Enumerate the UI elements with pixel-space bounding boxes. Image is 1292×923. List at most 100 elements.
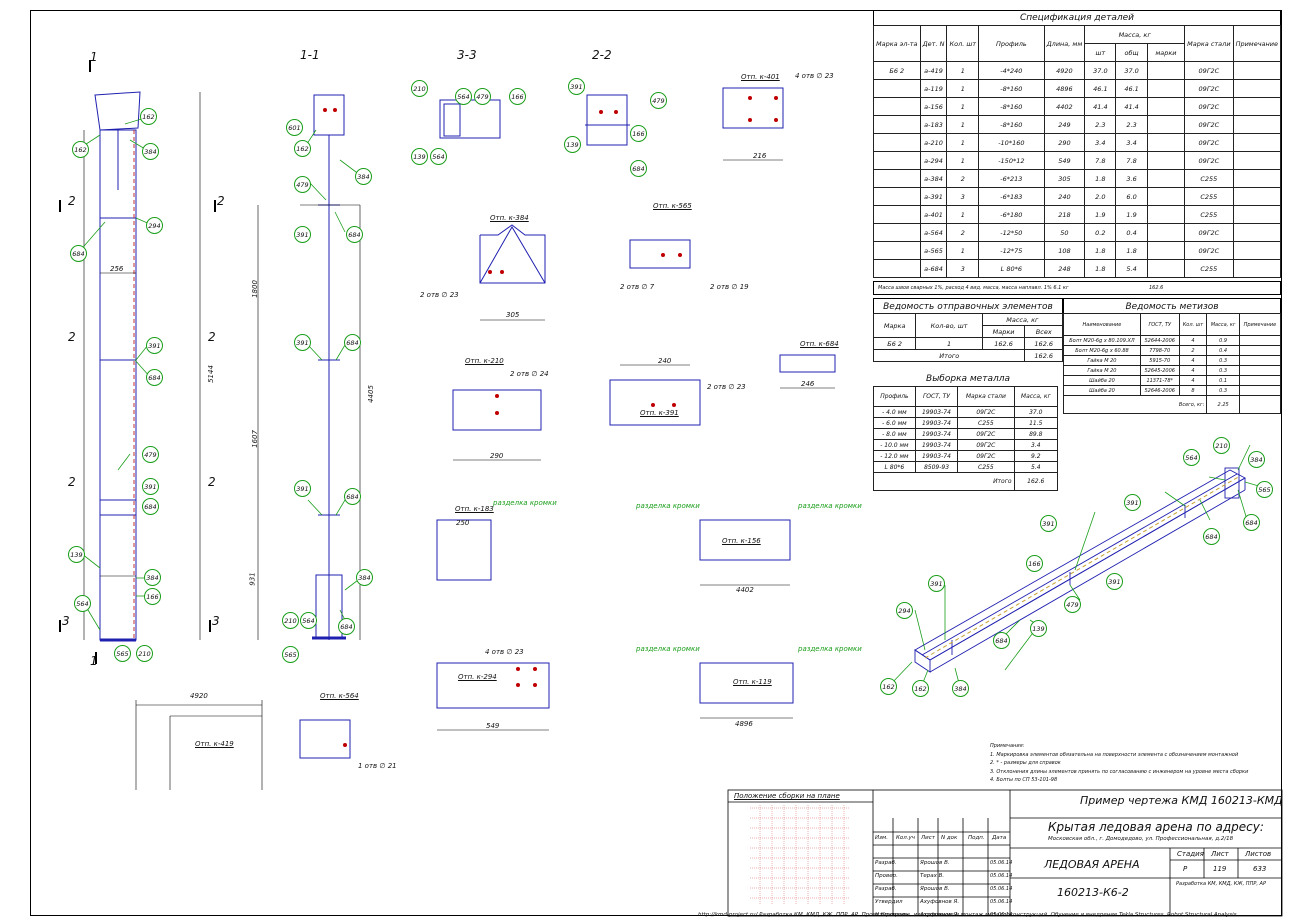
stamp-person: Ярошов В.	[920, 886, 950, 892]
callout-479d: 479	[650, 92, 667, 109]
bolt-cell: Шайба 20	[1063, 375, 1141, 386]
stamp-sheet: 119	[1213, 865, 1227, 873]
spec-cell-qty: 1	[946, 151, 980, 170]
spec-cell-det: а-391	[919, 187, 948, 206]
metal-h-steel: Марка стали	[957, 386, 1015, 407]
metal-h-profile: Профиль	[873, 386, 916, 407]
spec-h-length: Длина, мм	[1043, 25, 1086, 62]
spec-cell-profile: -6*213	[978, 169, 1045, 188]
metal-cell: - 4.0 мм	[873, 406, 916, 418]
spec-cell-mass-mark	[1146, 169, 1186, 188]
spec-cell-steel: С255	[1184, 169, 1234, 188]
edge-prep-label-119a: разделка кромки	[636, 645, 700, 653]
spec-cell-length: 305	[1043, 169, 1086, 188]
stamp-person: Ярошов В.	[920, 860, 950, 866]
spec-cell-mark	[873, 115, 921, 134]
cut-2-left-b: 2	[68, 330, 76, 344]
spec-cell-profile: -6*183	[978, 187, 1045, 206]
bolt-cell: 8	[1178, 385, 1208, 396]
cut-1-bottom: 1	[90, 654, 98, 668]
spec-cell-profile: -8*160	[978, 79, 1045, 98]
callout-684i: 684	[1243, 514, 1260, 531]
bolt-total-empty	[1238, 395, 1282, 414]
spec-table: Марка эл-та Дет. N Кол. шт Профиль Длина…	[873, 25, 1282, 278]
note-line: 1. Маркировка элементов обязательна на п…	[990, 751, 1239, 758]
stamp-date: 05.06.14	[990, 899, 1013, 905]
spec-cell-profile: -150*12	[978, 151, 1045, 170]
detail-391-note: 2 отв ∅ 23	[707, 383, 746, 391]
metal-cell: 9.2	[1013, 450, 1059, 462]
callout-391e: 391	[294, 480, 311, 497]
spec-cell-note	[1232, 61, 1282, 80]
bolt-cell: 11371-78*	[1139, 375, 1180, 386]
cut-2-left: 2	[68, 194, 76, 208]
spec-cell-det: а-401	[919, 205, 948, 224]
stamp-date: 05.06.14	[990, 912, 1013, 918]
metal-cell: - 10.0 мм	[873, 439, 916, 451]
spec-cell-length: 240	[1043, 187, 1086, 206]
spec-cell-det: а-183	[919, 115, 948, 134]
callout-684f: 684	[344, 488, 361, 505]
spec-cell-steel: С255	[1184, 205, 1234, 224]
bolt-cell: 2	[1178, 345, 1208, 356]
stamp-col: Лист	[921, 835, 935, 841]
metal-cell: 11.5	[1013, 417, 1059, 429]
spec-cell-profile: L 80*6	[978, 259, 1045, 278]
section-1-1-title: 1-1	[300, 48, 320, 62]
callout-684b: 684	[146, 369, 163, 386]
spec-cell-mark: Б6 2	[873, 61, 921, 80]
spec-cell-mass-mark	[1146, 205, 1186, 224]
spec-cell-mark	[873, 205, 921, 224]
spec-cell-det: а-564	[919, 223, 948, 242]
spec-cell-steel: 09Г2С	[1184, 151, 1234, 170]
spec-cell-steel: С255	[1184, 187, 1234, 206]
callout-166d: 166	[1026, 555, 1043, 572]
ship-h-all: Всех	[1024, 325, 1063, 338]
detail-565-label: Отп. к-565	[653, 202, 692, 210]
shipping-table: Марка Кол-во, шт Масса, кг Марки Всех Б6…	[872, 313, 1064, 362]
spec-cell-steel: 09Г2С	[1184, 241, 1234, 260]
metal-table: Профиль ГОСТ, ТУ Марка стали Масса, кг -…	[873, 386, 1059, 491]
bolt-cell: 52646-2006	[1139, 385, 1180, 396]
spec-footer-text: Масса швов сварных 1%, расход 4 вид. мас…	[878, 285, 1069, 291]
callout-166c: 166	[630, 125, 647, 142]
spec-cell-profile: -10*160	[978, 133, 1045, 152]
edge-prep-label-156b: разделка кромки	[798, 502, 862, 510]
spec-cell-qty: 2	[946, 223, 980, 242]
callout-565: 565	[114, 645, 131, 662]
callout-601: 601	[286, 119, 303, 136]
callout-162c: 162	[912, 680, 929, 697]
bolt-cell: Гайка М 20	[1063, 355, 1141, 366]
spec-sh-total: общ	[1115, 43, 1148, 62]
spec-cell-note	[1232, 241, 1282, 260]
metal-cell: - 6.0 мм	[873, 417, 916, 429]
bolt-cell-note	[1238, 345, 1282, 356]
callout-210b: 210	[282, 612, 299, 629]
stamp-role: Н.Контроль	[875, 912, 909, 918]
spec-cell-profile: -8*160	[978, 97, 1045, 116]
spec-cell-mass-total: 2.3	[1115, 115, 1148, 134]
callout-391c: 391	[294, 226, 311, 243]
metal-cell: 89.8	[1013, 428, 1059, 440]
dim-4920: 4920	[190, 692, 208, 700]
metal-title: Выборка металла	[926, 374, 1010, 384]
callout-479: 479	[142, 446, 159, 463]
spec-cell-mass-total: 1.8	[1115, 241, 1148, 260]
ship-cell: Б6 2	[872, 337, 917, 350]
detail-119-label: Отп. к-119	[733, 678, 772, 686]
callout-565b: 565	[282, 646, 299, 663]
stamp-sheets: 633	[1253, 865, 1267, 873]
spec-cell-mass-total: 0.4	[1115, 223, 1148, 242]
spec-cell-mark	[873, 151, 921, 170]
spec-total: 162.6	[1149, 285, 1164, 291]
shipping-title: Ведомость отправочных элементов	[873, 298, 1063, 314]
stamp-date: 05.06.14	[990, 860, 1013, 866]
spec-cell-det: а-419	[919, 61, 948, 80]
callout-384: 384	[142, 143, 159, 160]
